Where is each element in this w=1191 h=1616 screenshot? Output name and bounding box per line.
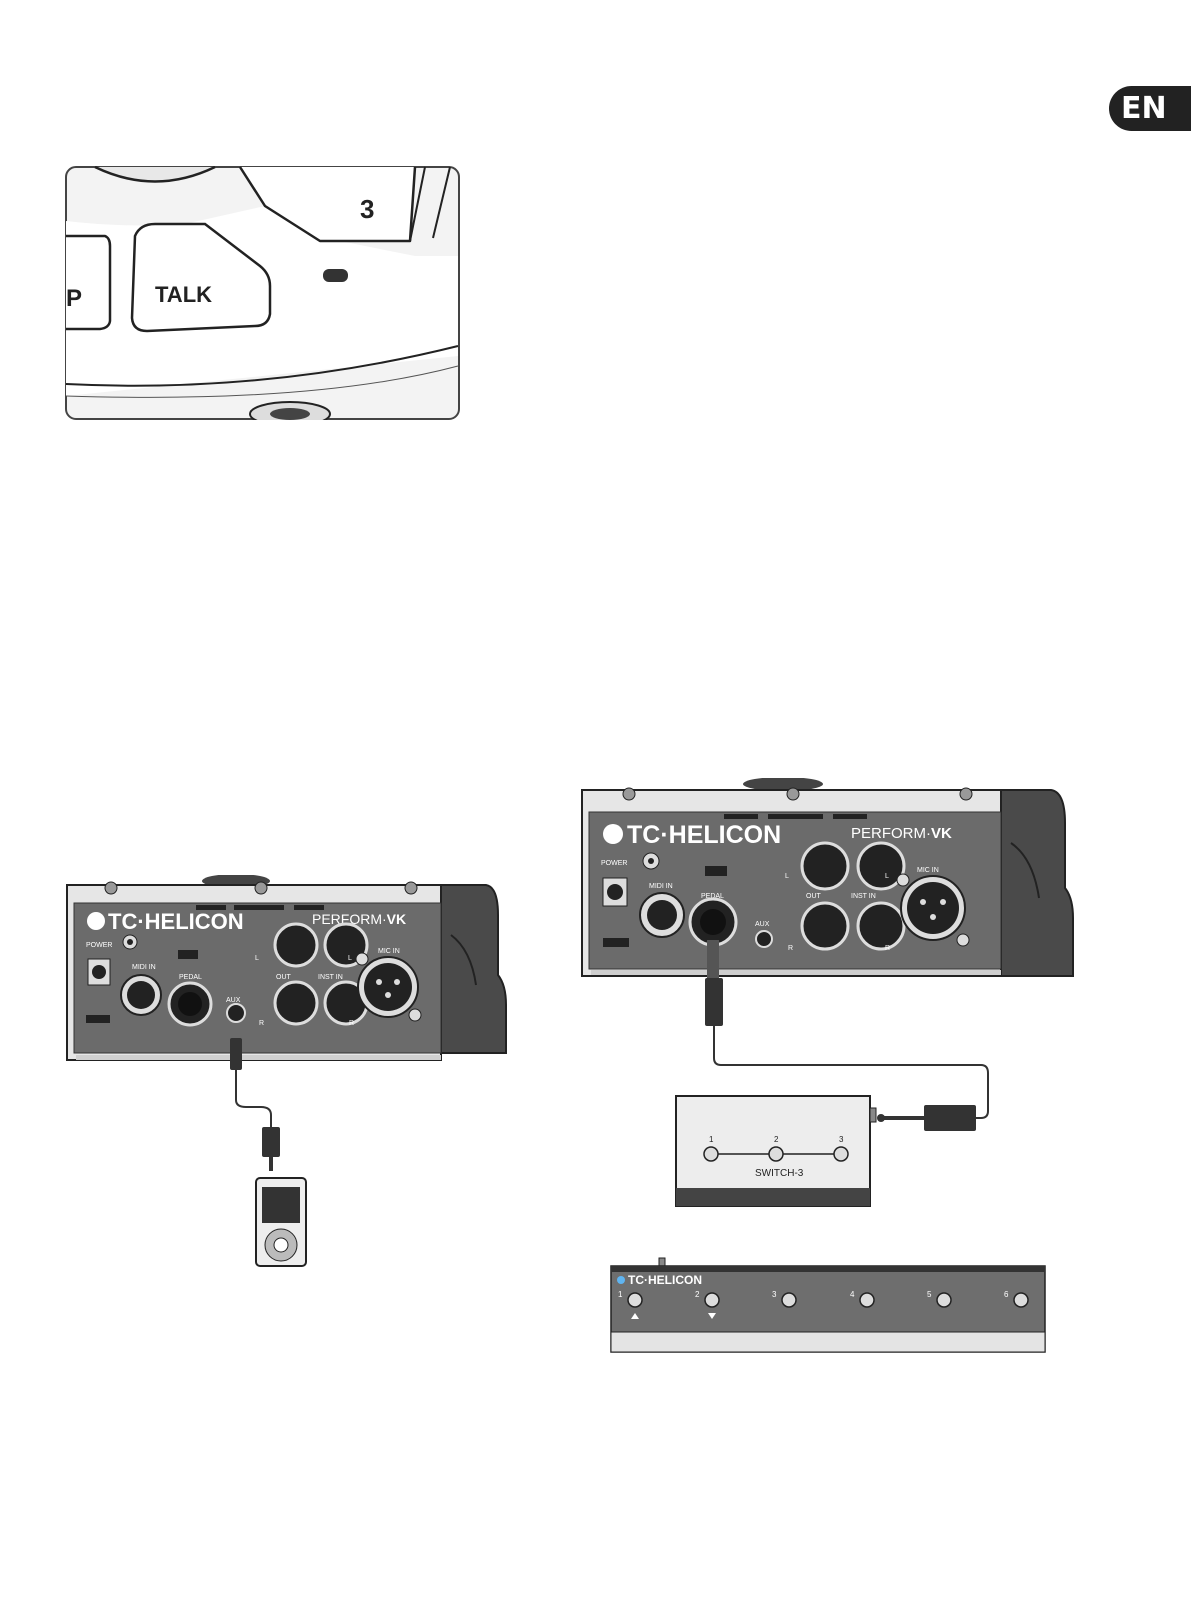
inst-r-label-2: R bbox=[885, 945, 890, 952]
switch6-number-5: 5 bbox=[927, 1290, 932, 1299]
out-label: OUT bbox=[276, 974, 292, 981]
switch6-number-3: 3 bbox=[772, 1290, 777, 1299]
brand-logo: TC·HELICON bbox=[108, 909, 244, 934]
partial-button-label: P bbox=[66, 285, 82, 312]
out-r-label-2: R bbox=[788, 945, 793, 952]
aux-label-2: AUX bbox=[755, 921, 770, 928]
switch3-number-3: 3 bbox=[839, 1135, 844, 1144]
model-name-2: PERFORM·VK bbox=[851, 825, 952, 842]
switch6-brand: TC·HELICON bbox=[628, 1273, 702, 1287]
switch6-number-6: 6 bbox=[1004, 1290, 1009, 1299]
brand-logo-2: TC·HELICON bbox=[627, 821, 781, 849]
switch3-number-2: 2 bbox=[774, 1135, 779, 1144]
inst-r-label: R bbox=[349, 1020, 354, 1027]
pedal-label: PEDAL bbox=[179, 974, 202, 981]
language-tab: EN bbox=[1109, 86, 1191, 131]
out-r-label: R bbox=[259, 1020, 264, 1027]
switch6-number-4: 4 bbox=[850, 1290, 855, 1299]
model-name: PERFORM·VK bbox=[312, 911, 406, 927]
switch3-number-1: 1 bbox=[709, 1135, 714, 1144]
switch3-title: SWITCH-3 bbox=[755, 1168, 804, 1179]
inst-l-label-2: L bbox=[885, 873, 889, 880]
power-label: POWER bbox=[86, 942, 112, 949]
midi-in-label: MIDI IN bbox=[132, 964, 156, 971]
talk-button-figure: 3 P TALK bbox=[65, 166, 460, 420]
mic-in-label-2: MIC IN bbox=[917, 867, 939, 874]
mic-in-label: MIC IN bbox=[378, 948, 400, 955]
talk-button-label: TALK bbox=[155, 282, 212, 307]
aux-connection-figure: TC·HELICON PERFORM·VK POWER MIDI IN PEDA… bbox=[66, 875, 508, 1325]
button-3-label: 3 bbox=[360, 194, 374, 224]
switch6-number-2: 2 bbox=[695, 1290, 700, 1299]
switch6-number-1: 1 bbox=[618, 1290, 623, 1299]
out-label-2: OUT bbox=[806, 893, 822, 900]
inst-in-label: INST IN bbox=[318, 974, 343, 981]
aux-label: AUX bbox=[226, 997, 241, 1004]
inst-l-label: L bbox=[348, 955, 352, 962]
out-l-label-2: L bbox=[785, 873, 789, 880]
inst-in-label-2: INST IN bbox=[851, 893, 876, 900]
midi-in-label-2: MIDI IN bbox=[649, 883, 673, 890]
power-label-2: POWER bbox=[601, 860, 627, 867]
out-l-label: L bbox=[255, 955, 259, 962]
pedal-connection-figure: TC·HELICON PERFORM·VK POWER MIDI IN PEDA… bbox=[581, 778, 1075, 1366]
